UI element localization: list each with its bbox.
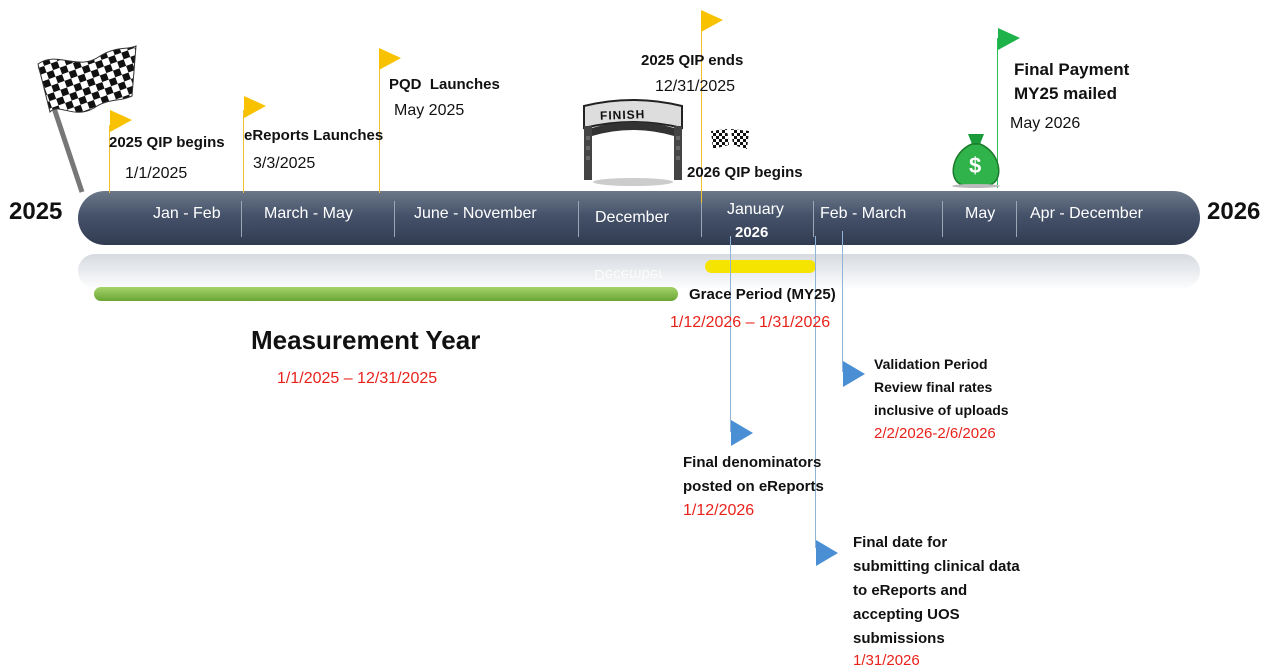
qip2025-begins-label: 2025 QIP begins <box>109 134 225 151</box>
segment-divider <box>701 201 702 237</box>
validation-period-line1: Validation Period <box>874 356 988 372</box>
segment-december: December <box>595 209 669 226</box>
final-clinical-line3: to eReports and <box>853 582 968 599</box>
segment-divider <box>813 201 814 237</box>
segment-january-year: 2026 <box>735 224 769 241</box>
final-clinical-line4: accepting UOS <box>853 606 960 623</box>
segment-apr-december: Apr - December <box>1030 205 1143 222</box>
timeline-reflection <box>78 254 1200 288</box>
pointer-line <box>730 236 731 432</box>
final-payment-label-line1: Final Payment <box>1014 60 1130 79</box>
measurement-year-title: Measurement Year <box>251 325 481 355</box>
marker-line <box>701 28 702 203</box>
finish-banner-text: FINISH <box>599 107 646 123</box>
segment-january: January <box>727 201 784 218</box>
segment-divider <box>578 201 579 237</box>
segment-may: May <box>965 205 996 222</box>
small-checkered-flag-icon <box>711 129 749 149</box>
grace-period-bar <box>705 260 816 273</box>
segment-jan-feb: Jan - Feb <box>153 205 221 222</box>
segment-divider <box>1016 201 1017 237</box>
year-start-label: 2025 <box>9 198 63 225</box>
final-clinical-line2: submitting clinical data <box>853 558 1020 575</box>
measurement-year-range: 1/1/2025 – 12/31/2025 <box>277 370 438 387</box>
measurement-year-bar <box>94 287 678 301</box>
final-clinical-line5: submissions <box>853 630 945 647</box>
ereports-launches-label: eReports Launches <box>244 127 384 144</box>
final-clinical-date: 1/31/2026 <box>853 652 920 669</box>
marker-line <box>379 62 380 193</box>
flag-icon <box>379 48 401 70</box>
pointer-line <box>842 231 843 372</box>
validation-period-range: 2/2/2026-2/6/2026 <box>874 425 996 442</box>
grace-period-range: 1/12/2026 – 1/31/2026 <box>670 314 831 331</box>
pointer-arrow-icon <box>731 420 753 446</box>
final-denominators-date: 1/12/2026 <box>683 502 755 519</box>
pointer-line <box>815 236 816 548</box>
validation-period-line3: inclusive of uploads <box>874 402 1009 418</box>
flag-icon <box>110 110 132 132</box>
pqd-launches-label: PQD Launches <box>389 76 500 93</box>
final-clinical-line1: Final date for <box>853 534 948 551</box>
marker-line <box>109 125 110 193</box>
segment-feb-march: Feb - March <box>820 205 907 222</box>
ereports-launches-date: 3/3/2025 <box>253 155 316 172</box>
segment-divider <box>394 201 395 237</box>
flag-icon <box>244 96 266 118</box>
segment-june-november: June - November <box>414 205 537 222</box>
segment-divider <box>241 201 242 237</box>
final-denominators-line2: posted on eReports <box>683 478 824 495</box>
validation-period-line2: Review final rates <box>874 379 993 395</box>
flag-icon <box>701 10 723 32</box>
qip2026-begins-label: 2026 QIP begins <box>687 164 803 181</box>
qip2025-ends-label: 2025 QIP ends <box>641 52 744 69</box>
pqd-launches-date: May 2025 <box>394 102 465 119</box>
final-payment-label-line2: MY25 mailed <box>1014 84 1117 103</box>
qip2025-ends-date: 12/31/2025 <box>655 78 736 95</box>
year-end-label: 2026 <box>1207 198 1261 225</box>
pointer-arrow-icon <box>843 361 865 387</box>
reflection-text: December <box>594 266 664 283</box>
checkered-flag-icon <box>37 45 137 193</box>
money-bag-icon <box>952 134 1000 188</box>
money-bag-symbol: $ <box>969 153 982 178</box>
timeline-bar <box>78 191 1200 245</box>
qip2025-begins-date: 1/1/2025 <box>125 165 188 182</box>
segment-march-may: March - May <box>264 205 353 222</box>
segment-divider <box>942 201 943 237</box>
final-payment-flag-pole <box>997 38 998 188</box>
final-denominators-line1: Final denominators <box>683 454 822 471</box>
grace-period-title: Grace Period (MY25) <box>689 286 836 303</box>
pointer-arrow-icon <box>816 540 838 566</box>
final-payment-date: May 2026 <box>1010 115 1081 132</box>
finish-arch-icon <box>583 99 683 186</box>
marker-line <box>243 110 244 193</box>
green-flag-icon <box>998 28 1020 50</box>
